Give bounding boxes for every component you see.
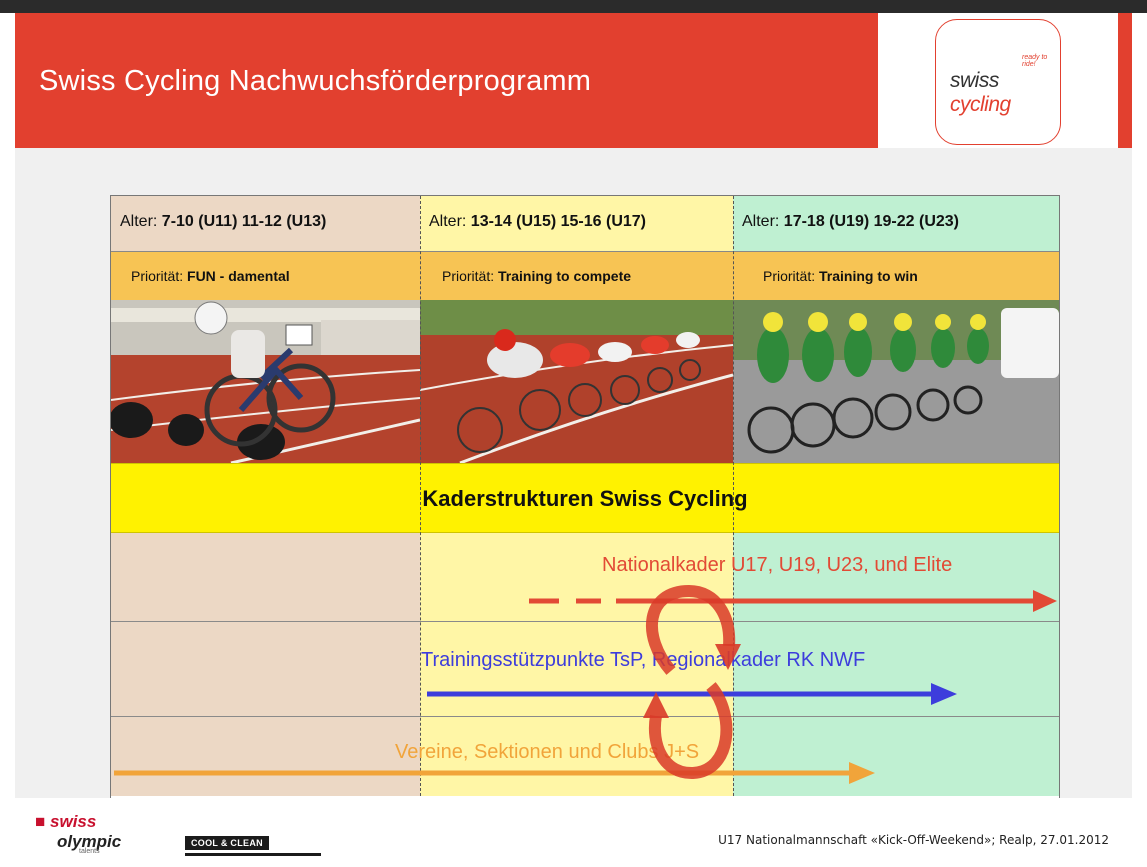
logo-tagline: ready to ride! (1022, 54, 1048, 68)
priority-value: Training to compete (498, 268, 632, 284)
swiss-olympic-word-b: olympic (57, 832, 122, 851)
age-value: 13-14 (U15) 15-16 (U17) (470, 213, 646, 230)
swiss-olympic-word-a: swiss (50, 812, 97, 831)
column-divider (733, 196, 734, 796)
priority-band (111, 252, 1059, 300)
priority-label: Priorität: (131, 268, 188, 284)
column-divider (420, 196, 421, 796)
row-divider (111, 621, 1059, 622)
swiss-olympic-flag-icon: ■ (35, 812, 46, 831)
swiss-olympic-sub: talents (79, 848, 100, 855)
slide-footer: ■ swiss olympic talents COOL & CLEAN U17… (15, 798, 1132, 867)
swiss-olympic-logo: ■ swiss olympic talents (35, 812, 121, 855)
header-banner: Swiss Cycling Nachwuchsförderprogramm (15, 13, 878, 148)
swiss-cycling-logo: ready to ride! swiss cycling (935, 19, 1061, 145)
age-value: 17-18 (U19) 19-22 (U23) (783, 213, 959, 230)
cool-clean-underline (185, 853, 321, 856)
priority-label: Priorität: (442, 268, 499, 284)
logo-wordmark: swiss cycling (950, 69, 1060, 117)
top-dark-bar (0, 0, 1147, 13)
photo-track-race (420, 300, 733, 463)
team-time-trial-image (733, 300, 1059, 463)
vereine-label: Vereine, Sektionen und Clubs J+S (395, 741, 700, 763)
photo-child-cyclist (111, 300, 420, 463)
trainingsstuetzpunkte-label: Trainingsstützpunkte TsP, Regionalkader … (421, 649, 866, 671)
cool-clean-logo: COOL & CLEAN (185, 836, 269, 850)
nationalkader-label: Nationalkader U17, U19, U23, und Elite (602, 554, 953, 576)
kader-title: Kaderstrukturen Swiss Cycling (422, 486, 748, 511)
footer-event-text: U17 Nationalmannschaft «Kick-Off-Weekend… (718, 833, 1109, 847)
priority-value: Training to win (819, 268, 918, 284)
header-edge-strip (1118, 13, 1132, 148)
priority-cell-1: Priorität: FUN - damental (131, 268, 290, 284)
age-cell-1: Alter: 7-10 (U11) 11-12 (U13) (111, 196, 420, 252)
age-label: Alter: (742, 213, 784, 230)
row-divider (111, 716, 1059, 717)
age-label: Alter: (429, 213, 471, 230)
age-value: 7-10 (U11) 11-12 (U13) (161, 213, 327, 230)
logo-word-cycling: cycling (950, 93, 1011, 116)
swiss-olympic-wordmark: ■ swiss olympic (35, 812, 121, 852)
priority-cell-2: Priorität: Training to compete (442, 268, 631, 284)
priority-label: Priorität: (763, 268, 820, 284)
slide-header: Swiss Cycling Nachwuchsförderprogramm re… (15, 13, 1132, 148)
slide-title: Swiss Cycling Nachwuchsförderprogramm (39, 65, 592, 97)
priority-cell-3: Priorität: Training to win (763, 268, 918, 284)
age-cell-2: Alter: 13-14 (U15) 15-16 (U17) (420, 196, 733, 252)
kader-band: Kaderstrukturen Swiss Cycling (111, 463, 1059, 533)
priority-value: FUN - damental (187, 268, 290, 284)
child-cyclist-image (111, 300, 420, 463)
age-cell-3: Alter: 17-18 (U19) 19-22 (U23) (733, 196, 1059, 252)
logo-word-swiss: swiss (950, 69, 999, 92)
photo-team-time-trial (733, 300, 1059, 463)
track-race-image (420, 300, 733, 463)
program-diagram: Alter: 7-10 (U11) 11-12 (U13) Alter: 13-… (110, 195, 1060, 799)
age-label: Alter: (120, 213, 162, 230)
